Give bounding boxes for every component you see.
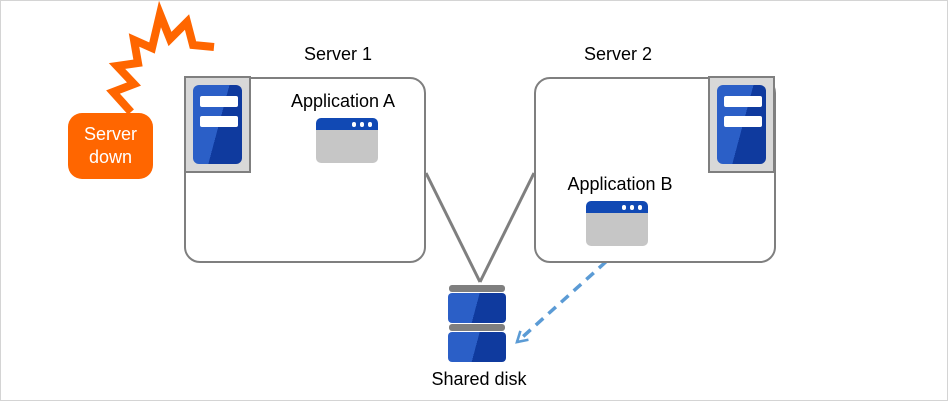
disk-cap [449, 324, 505, 331]
window-dot [367, 122, 372, 127]
server-slot [724, 116, 762, 127]
app-window-icon [586, 201, 648, 246]
window-titlebar [586, 201, 648, 213]
window-body [586, 213, 648, 246]
server-tower-icon [184, 76, 251, 173]
window-dot [637, 205, 642, 210]
window-dot [621, 205, 626, 210]
dashed-arrow-icon [515, 248, 621, 344]
disk-platter [448, 293, 506, 323]
server-slot [724, 96, 762, 107]
window-body [316, 130, 378, 163]
server-slot [200, 116, 238, 127]
window-dot [351, 122, 356, 127]
window-titlebar [316, 118, 378, 130]
server-tower-body [717, 85, 766, 164]
server-tower-body [193, 85, 242, 164]
server-tower-icon [708, 76, 775, 173]
app-b-label: Application B [567, 174, 673, 194]
disk-cap [449, 285, 505, 292]
shared-disk-label: Shared disk [431, 369, 527, 389]
window-dot [359, 122, 364, 127]
server2-disk-line [478, 172, 536, 283]
app-a-label: Application A [290, 91, 396, 111]
server-down-line2: down [88, 147, 133, 167]
window-dot [629, 205, 634, 210]
server2-label: Server 2 [583, 44, 653, 64]
server1-label: Server 1 [303, 44, 373, 64]
server1-disk-line [424, 172, 482, 283]
disk-platter [448, 332, 506, 362]
server-down-badge: Server down [68, 113, 153, 179]
server-down-line1: Server [83, 124, 137, 144]
server-slot [200, 96, 238, 107]
app-window-icon [316, 118, 378, 163]
